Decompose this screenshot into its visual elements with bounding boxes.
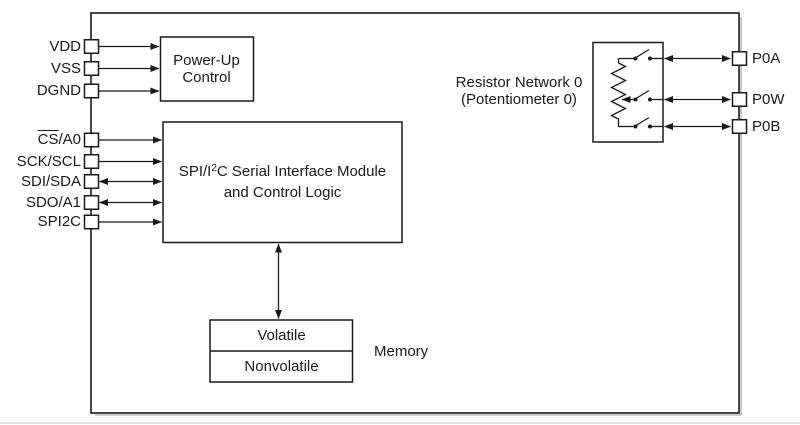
left-pin-squares <box>83 39 100 230</box>
pin-label-spi2c: SPI2C <box>37 213 81 230</box>
pin-square-cs-a0 <box>83 132 100 148</box>
resistor-network-internals <box>610 48 663 129</box>
serial-interface-box <box>162 121 403 244</box>
pin-label-vss: VSS <box>50 59 81 77</box>
pin-square-vss <box>83 61 100 76</box>
pin-label-cs-a0: CS/A0 <box>37 131 81 148</box>
switch-blade-p0a <box>635 48 650 59</box>
memory-box <box>209 319 354 383</box>
pin-square-spi2c <box>83 214 100 230</box>
memory-volatile-cell: Volatile <box>257 327 306 344</box>
pin-square-sdo-a1 <box>83 195 100 210</box>
power-pin-arrows <box>99 43 160 95</box>
pin-square-sdi-sda <box>83 174 100 189</box>
right-pin-squares <box>731 51 748 134</box>
pin-label-p0w: P0W <box>752 90 785 108</box>
switch-blade-p0w <box>635 89 650 100</box>
resistor-network-caption: Resistor Network 0 (Potentiometer 0) <box>455 74 583 108</box>
switch-blade-p0b <box>635 116 650 127</box>
pin-label-sck-scl: SCK/SCL <box>16 152 81 170</box>
pin-label-p0b: P0B <box>752 117 781 135</box>
resistor-zigzag <box>610 58 627 127</box>
pin-label-vdd: VDD <box>49 37 81 55</box>
pin-label-sdi-sda: SDI/SDA <box>20 172 81 190</box>
power-up-control-box <box>159 36 255 102</box>
serial-interface-label: SPI/I2C Serial Interface Module and Cont… <box>178 163 387 201</box>
pin-square-p0b <box>731 119 748 134</box>
pin-label-sdo-a1: SDO/A1 <box>25 193 81 211</box>
pin-square-sck-scl <box>83 154 100 169</box>
pin-square-p0w <box>731 92 748 107</box>
pin-label-dgnd: DGND <box>36 82 81 99</box>
device-outline <box>90 12 742 416</box>
network-pin-arrows <box>664 55 731 130</box>
pin-square-p0a <box>731 51 748 66</box>
pin-square-dgnd <box>83 83 100 99</box>
pin-square-vdd <box>83 39 100 54</box>
memory-caption: Memory <box>374 343 429 360</box>
power-up-control-label: Power-Up Control <box>173 52 240 86</box>
pin-label-p0a: P0A <box>752 49 781 67</box>
memory-nonvolatile-cell: Nonvolatile <box>244 358 319 375</box>
serial-pin-arrows <box>99 136 162 226</box>
